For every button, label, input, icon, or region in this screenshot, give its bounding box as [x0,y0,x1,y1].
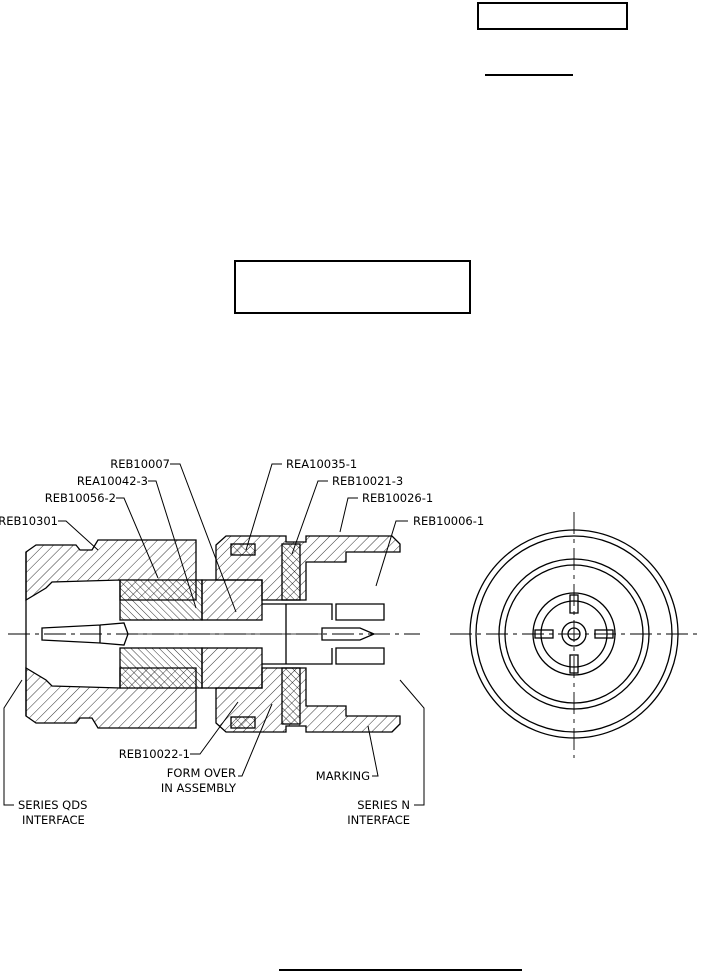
center-dielectric-lower [201,647,263,689]
contact-ring-lower [281,667,301,725]
label-series-n-1: SERIES N [357,798,410,812]
outer-contact [262,603,385,665]
label-reb10022: REB10022-1 [119,747,190,761]
label-reb10301: REB10301 [0,514,58,528]
label-marking: MARKING [316,769,370,783]
center-pin-right [321,627,376,641]
gasket-upper [230,543,256,556]
label-form-over-2: IN ASSEMBLY [161,781,237,795]
label-reb10026: REB10026-1 [362,491,433,505]
gasket-lower [230,716,256,729]
coupling-nut-upper [215,535,401,601]
label-series-qds-1: SERIES QDS [18,798,87,812]
label-rea10035: REA10035-1 [286,457,357,471]
header-box-top-right [477,2,628,30]
center-dielectric-upper [201,579,263,621]
label-reb10007: REB10007 [110,457,170,471]
insulator-upper [119,579,203,621]
title-box-center [234,260,471,314]
coupling-nut-lower [215,667,401,733]
insulator-lower [119,647,203,689]
label-reb10056: REB10056-2 [45,491,116,505]
label-series-n-2: INTERFACE [347,813,410,827]
header-rule-short [485,74,573,76]
label-series-qds-2: INTERFACE [22,813,85,827]
footer-rule [279,969,522,971]
contact-ring-upper [281,543,301,601]
label-rea10042: REA10042-3 [77,474,148,488]
label-reb10006: REB10006-1 [413,514,484,528]
label-reb10021: REB10021-3 [332,474,403,488]
label-form-over-1: FORM OVER [167,766,236,780]
connector-cross-section-drawing: REB10007 REA10042-3 REB10056-2 REB10301 … [0,457,700,827]
